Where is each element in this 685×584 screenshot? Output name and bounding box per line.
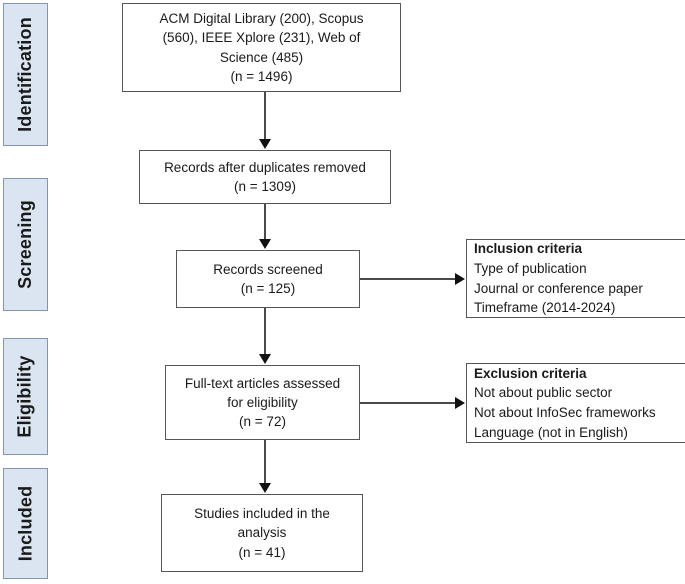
criteria-box-inclusion: Inclusion criteria Type of publication J… [466,239,685,318]
arrow-right-icon [455,397,465,409]
inclusion-criteria-item-2: Journal or conference paper [474,280,643,296]
included-line-2: analysis [237,525,287,541]
criteria-box-exclusion: Exclusion criteria Not about public sect… [466,363,685,443]
exclusion-criteria-title: Exclusion criteria [474,365,587,381]
arrow-down-icon [259,139,271,149]
duplicates-count: (n = 1309) [234,179,296,194]
inclusion-criteria-title: Inclusion criteria [474,241,583,257]
flow-box-full-text-assessed: Full-text articles assessed for eligibil… [165,365,360,440]
screened-count: (n = 125) [240,281,296,296]
stage-label-included: Included [15,485,36,562]
connector-line [264,92,266,140]
fulltext-line-1: Full-text articles assessed [184,375,341,391]
stage-label-identification: Identification [15,17,35,132]
stage-box-identification: Identification [3,3,48,146]
arrow-right-icon [455,273,465,285]
exclusion-criteria-item-2: Not about InfoSec frameworks [474,405,656,420]
flow-box-studies-included: Studies included in the analysis (n = 41… [161,494,363,572]
flow-box-duplicates-removed: Records after duplicates removed (n = 13… [139,150,391,204]
arrow-down-icon [259,354,271,364]
inclusion-criteria-item-1: Type of publication [474,260,587,276]
sources-count: (n = 1496) [230,68,293,84]
stage-box-eligibility: Eligibility [3,338,48,455]
connector-line [264,440,266,484]
included-line-1: Studies included in the [194,506,330,522]
sources-line-2: (560), IEEE Xplore (231), Web of [162,30,361,46]
connector-line [360,278,456,280]
stage-box-screening: Screening [3,178,48,311]
flow-box-sources: ACM Digital Library (200), Scopus (560),… [122,3,401,92]
flow-box-records-screened: Records screened (n = 125) [176,250,360,308]
sources-line-1: ACM Digital Library (200), Scopus [159,11,364,27]
included-count: (n = 41) [238,544,286,560]
connector-line [264,308,266,355]
arrow-down-icon [259,483,271,493]
fulltext-count: (n = 72) [239,414,286,430]
stage-box-included: Included [3,468,48,579]
connector-line [360,402,456,404]
fulltext-line-2: for eligibility [227,394,298,410]
connector-line [264,204,266,240]
inclusion-criteria-item-3: Timeframe (2014-2024) [474,300,616,316]
arrow-down-icon [259,239,271,249]
screened-line-1: Records screened [213,261,323,277]
exclusion-criteria-item-3: Language (not in English) [474,424,628,440]
sources-line-3: Science (485) [219,49,304,65]
duplicates-line-1: Records after duplicates removed [164,159,366,175]
stage-label-eligibility: Eligibility [15,355,35,438]
stage-label-screening: Screening [15,200,35,289]
exclusion-criteria-item-1: Not about public sector [474,385,613,401]
